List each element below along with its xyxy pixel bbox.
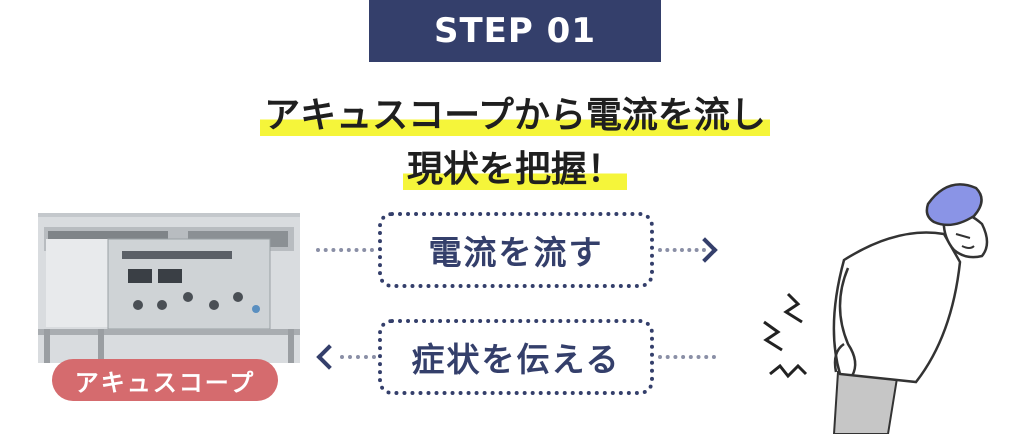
send-current-box: 電流を流す bbox=[378, 212, 654, 288]
connector-line bbox=[340, 355, 376, 359]
connector-line bbox=[658, 248, 706, 252]
person-with-back-pain-icon bbox=[763, 183, 989, 434]
acuscope-device-icon bbox=[38, 213, 300, 363]
report-symptom-box: 症状を伝える bbox=[378, 319, 654, 395]
connector-line bbox=[658, 355, 716, 359]
headline-line-1: アキュスコープから電流を流し bbox=[0, 86, 1030, 138]
acuscope-device-image bbox=[38, 205, 300, 363]
arrow-right-icon bbox=[692, 237, 718, 263]
back-pain-illustration bbox=[748, 176, 1008, 434]
device-label: アキュスコープ bbox=[52, 359, 278, 401]
connector-line bbox=[316, 248, 374, 252]
step-badge: STEP 01 bbox=[369, 0, 661, 62]
headline-line-2: 現状を把握！ bbox=[0, 140, 1030, 192]
arrow-left-icon bbox=[316, 344, 342, 370]
